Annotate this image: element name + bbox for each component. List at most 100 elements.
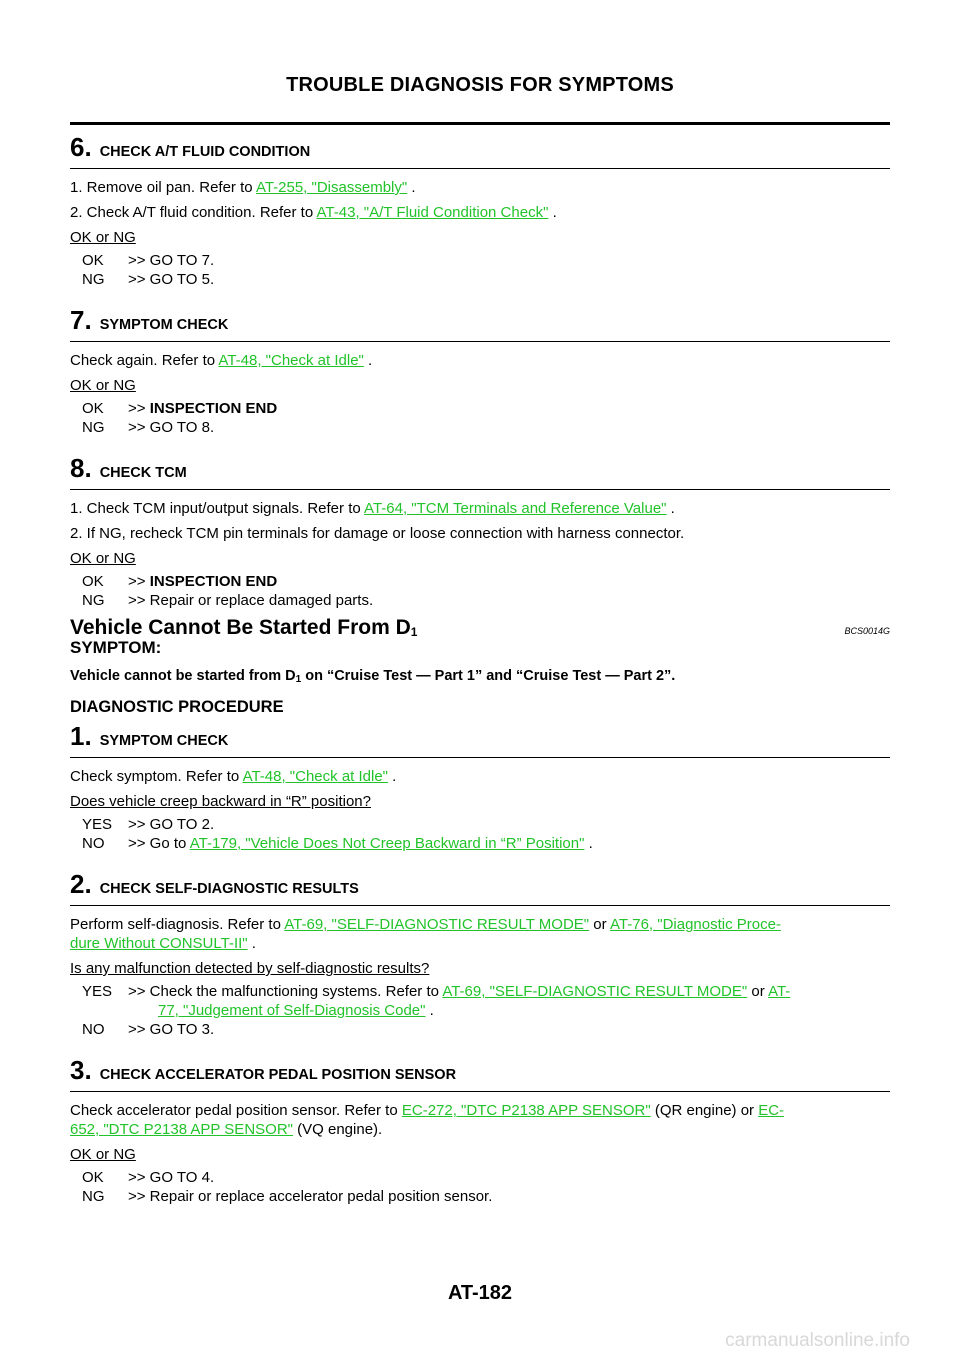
step-title: SYMPTOM CHECK: [99, 317, 229, 333]
diagnostic-procedure-label: DIAGNOSTIC PROCEDURE: [70, 698, 284, 716]
result-value: >> GO TO 5.: [128, 271, 215, 288]
result-key: OK: [82, 400, 104, 417]
reference-link[interactable]: AT-48, "Check at Idle": [242, 768, 388, 785]
result-key: OK: [82, 573, 104, 590]
instruction-line: 1. Remove oil pan. Refer to AT-255, "Dis…: [70, 178, 890, 197]
instruction-text: .: [548, 204, 557, 221]
result-value: >> INSPECTION END: [128, 400, 278, 417]
reference-link[interactable]: AT-64, "TCM Terminals and Reference Valu…: [364, 500, 667, 517]
instruction-line: 652, "DTC P2138 APP SENSOR" (VQ engine).: [70, 1121, 383, 1138]
result-no: NO >> Go to AT-179, "Vehicle Does Not Cre…: [82, 834, 890, 853]
step-number: 2.: [70, 869, 92, 899]
step-header: 1. SYMPTOM CHECK: [70, 721, 890, 758]
instruction-line: Check accelerator pedal position sensor.…: [70, 1102, 785, 1119]
result-ng: NG >> GO TO 5.: [82, 270, 890, 289]
reference-link[interactable]: AT-179, "Vehicle Does Not Creep Backward…: [189, 835, 585, 852]
header-rule: [70, 122, 890, 125]
page-number: AT-182: [447, 1282, 513, 1304]
result-ok: OK >> INSPECTION END: [82, 399, 890, 418]
step-number: 1.: [70, 721, 92, 751]
result-list: OK >> INSPECTION END NG>> GO TO 8.: [82, 399, 890, 437]
step-header: 3. CHECK ACCELERATOR PEDAL POSITION SENS…: [70, 1055, 890, 1092]
result-list: OK >> GO TO 7. NG >> GO TO 5.: [82, 251, 890, 289]
step-title: CHECK A/T FLUID CONDITION: [99, 144, 311, 160]
instruction-text: .: [388, 768, 397, 785]
result-value: >> Go to AT-179, "Vehicle Does Not Creep…: [128, 835, 593, 852]
reference-link[interactable]: AT-69, "SELF-DIAGNOSTIC RESULT MODE": [284, 916, 590, 933]
result-value: >> Repair or replace damaged parts.: [128, 592, 374, 609]
decision-question: OK or NG: [70, 229, 136, 246]
instruction-text: .: [666, 500, 675, 517]
step-header: 2. CHECK SELF-DIAGNOSTIC RESULTS: [70, 869, 890, 906]
result-ng: NG>> GO TO 8.: [82, 418, 890, 437]
result-value: >> GO TO 7.: [128, 252, 215, 269]
step-number: 6.: [70, 132, 92, 162]
diag-step-1: 1. SYMPTOM CHECK Check symptom. Refer to…: [70, 721, 890, 853]
section-title: Vehicle Cannot Be Started From D1: [70, 616, 418, 639]
reference-link[interactable]: AT-76, "Diagnostic Proce-: [610, 916, 781, 933]
result-ok: OK >> INSPECTION END: [82, 572, 890, 591]
decision-question: OK or NG: [70, 377, 136, 394]
decision-question: Does vehicle creep backward in “R” posit…: [70, 793, 371, 810]
result-value: >> Repair or replace accelerator pedal p…: [128, 1188, 493, 1205]
instruction-line: 2. If NG, recheck TCM pin terminals for …: [70, 525, 685, 542]
section-header: Vehicle Cannot Be Started From D1 BCS001…: [70, 616, 890, 640]
instruction-text: 2. Check A/T fluid condition. Refer to: [70, 204, 317, 221]
instruction-text: 1. Remove oil pan. Refer to: [70, 179, 256, 196]
reference-link[interactable]: 77, "Judgement of Self-Diagnosis Code": [158, 1002, 426, 1019]
result-key: NG: [82, 1188, 105, 1205]
symptom-label: SYMPTOM:: [70, 638, 162, 657]
reference-link[interactable]: AT-48, "Check at Idle": [218, 352, 364, 369]
reference-link[interactable]: AT-43, "A/T Fluid Condition Check": [316, 204, 549, 221]
instruction-line: Check again. Refer to AT-48, "Check at I…: [70, 351, 890, 370]
reference-link[interactable]: dure Without CONSULT-II": [70, 935, 248, 952]
step-number: 3.: [70, 1055, 92, 1085]
step-header: 8. CHECK TCM: [70, 453, 890, 490]
instruction-line: 1. Check TCM input/output signals. Refer…: [70, 499, 890, 518]
instruction-text: .: [363, 352, 373, 369]
step-title: SYMPTOM CHECK: [99, 733, 229, 749]
result-key: NG: [82, 271, 105, 288]
instruction-text: .: [407, 179, 416, 196]
result-key: YES: [82, 816, 113, 833]
decision-question: OK or NG: [70, 1146, 136, 1163]
result-value: >> GO TO 3.: [128, 1021, 215, 1038]
result-list: YES>> GO TO 2. NO>> Go to AT-179, "Vehic…: [82, 815, 890, 853]
watermark: carmanualsonline.info: [725, 1330, 910, 1351]
result-value: >> Check the malfunctioning systems. Ref…: [128, 983, 791, 1000]
instruction-line: dure Without CONSULT-II" .: [70, 935, 256, 952]
step-7: 7. SYMPTOM CHECK Check again. Refer to A…: [70, 305, 890, 437]
instruction-text: Check again. Refer to: [70, 352, 219, 369]
result-yes: YES>> Check the malfunctioning systems. …: [82, 982, 890, 1001]
result-continuation: 77, "Judgement of Self-Diagnosis Code" .: [158, 1002, 434, 1019]
page-title: TROUBLE DIAGNOSIS FOR SYMPTOMS: [286, 74, 674, 96]
instruction-line: Perform self-diagnosis. Refer to AT-69, …: [70, 916, 781, 933]
diag-step-3: 3. CHECK ACCELERATOR PEDAL POSITION SENS…: [70, 1055, 890, 1206]
result-value: >> INSPECTION END: [128, 573, 278, 590]
result-ok: OK >> GO TO 7.: [82, 251, 890, 270]
result-value: >> GO TO 4.: [128, 1169, 215, 1186]
result-key: NG: [82, 592, 105, 609]
section-code: BCS0014G: [844, 626, 890, 636]
result-list: OK >> INSPECTION END NG >> Repair or repla…: [82, 572, 890, 610]
decision-question: OK or NG: [70, 550, 136, 567]
step-number: 7.: [70, 305, 92, 335]
main-content: 6. CHECK A/T FLUID CONDITION 1. Remove o…: [70, 128, 890, 1206]
result-list: OK>> GO TO 4. NG>> Repair or replace acc…: [82, 1168, 890, 1206]
reference-link[interactable]: 652, "DTC P2138 APP SENSOR": [70, 1121, 293, 1138]
result-ng: NG >> Repair or replace accelerator pedal…: [82, 1187, 890, 1206]
instruction-line: 2. Check A/T fluid condition. Refer to A…: [70, 203, 890, 222]
step-title: CHECK SELF-DIAGNOSTIC RESULTS: [99, 881, 359, 897]
diag-step-2: 2. CHECK SELF-DIAGNOSTIC RESULTS Perform…: [70, 869, 890, 1039]
symptom-description: Vehicle cannot be started from D1 on “Cr…: [70, 668, 676, 685]
result-key: NO: [82, 835, 105, 852]
reference-link[interactable]: EC-: [758, 1102, 785, 1119]
reference-link[interactable]: AT-255, "Disassembly": [255, 179, 408, 196]
instruction-text: 1. Check TCM input/output signals. Refer…: [70, 500, 365, 517]
reference-link[interactable]: AT-69, "SELF-DIAGNOSTIC RESULT MODE": [442, 983, 748, 1000]
reference-link[interactable]: EC-272, "DTC P2138 APP SENSOR": [401, 1102, 651, 1119]
reference-link[interactable]: AT-: [768, 983, 791, 1000]
step-8: 8. CHECK TCM 1. Check TCM input/output s…: [70, 453, 890, 610]
result-key: OK: [82, 252, 104, 269]
instruction-text: Check symptom. Refer to: [70, 768, 243, 785]
